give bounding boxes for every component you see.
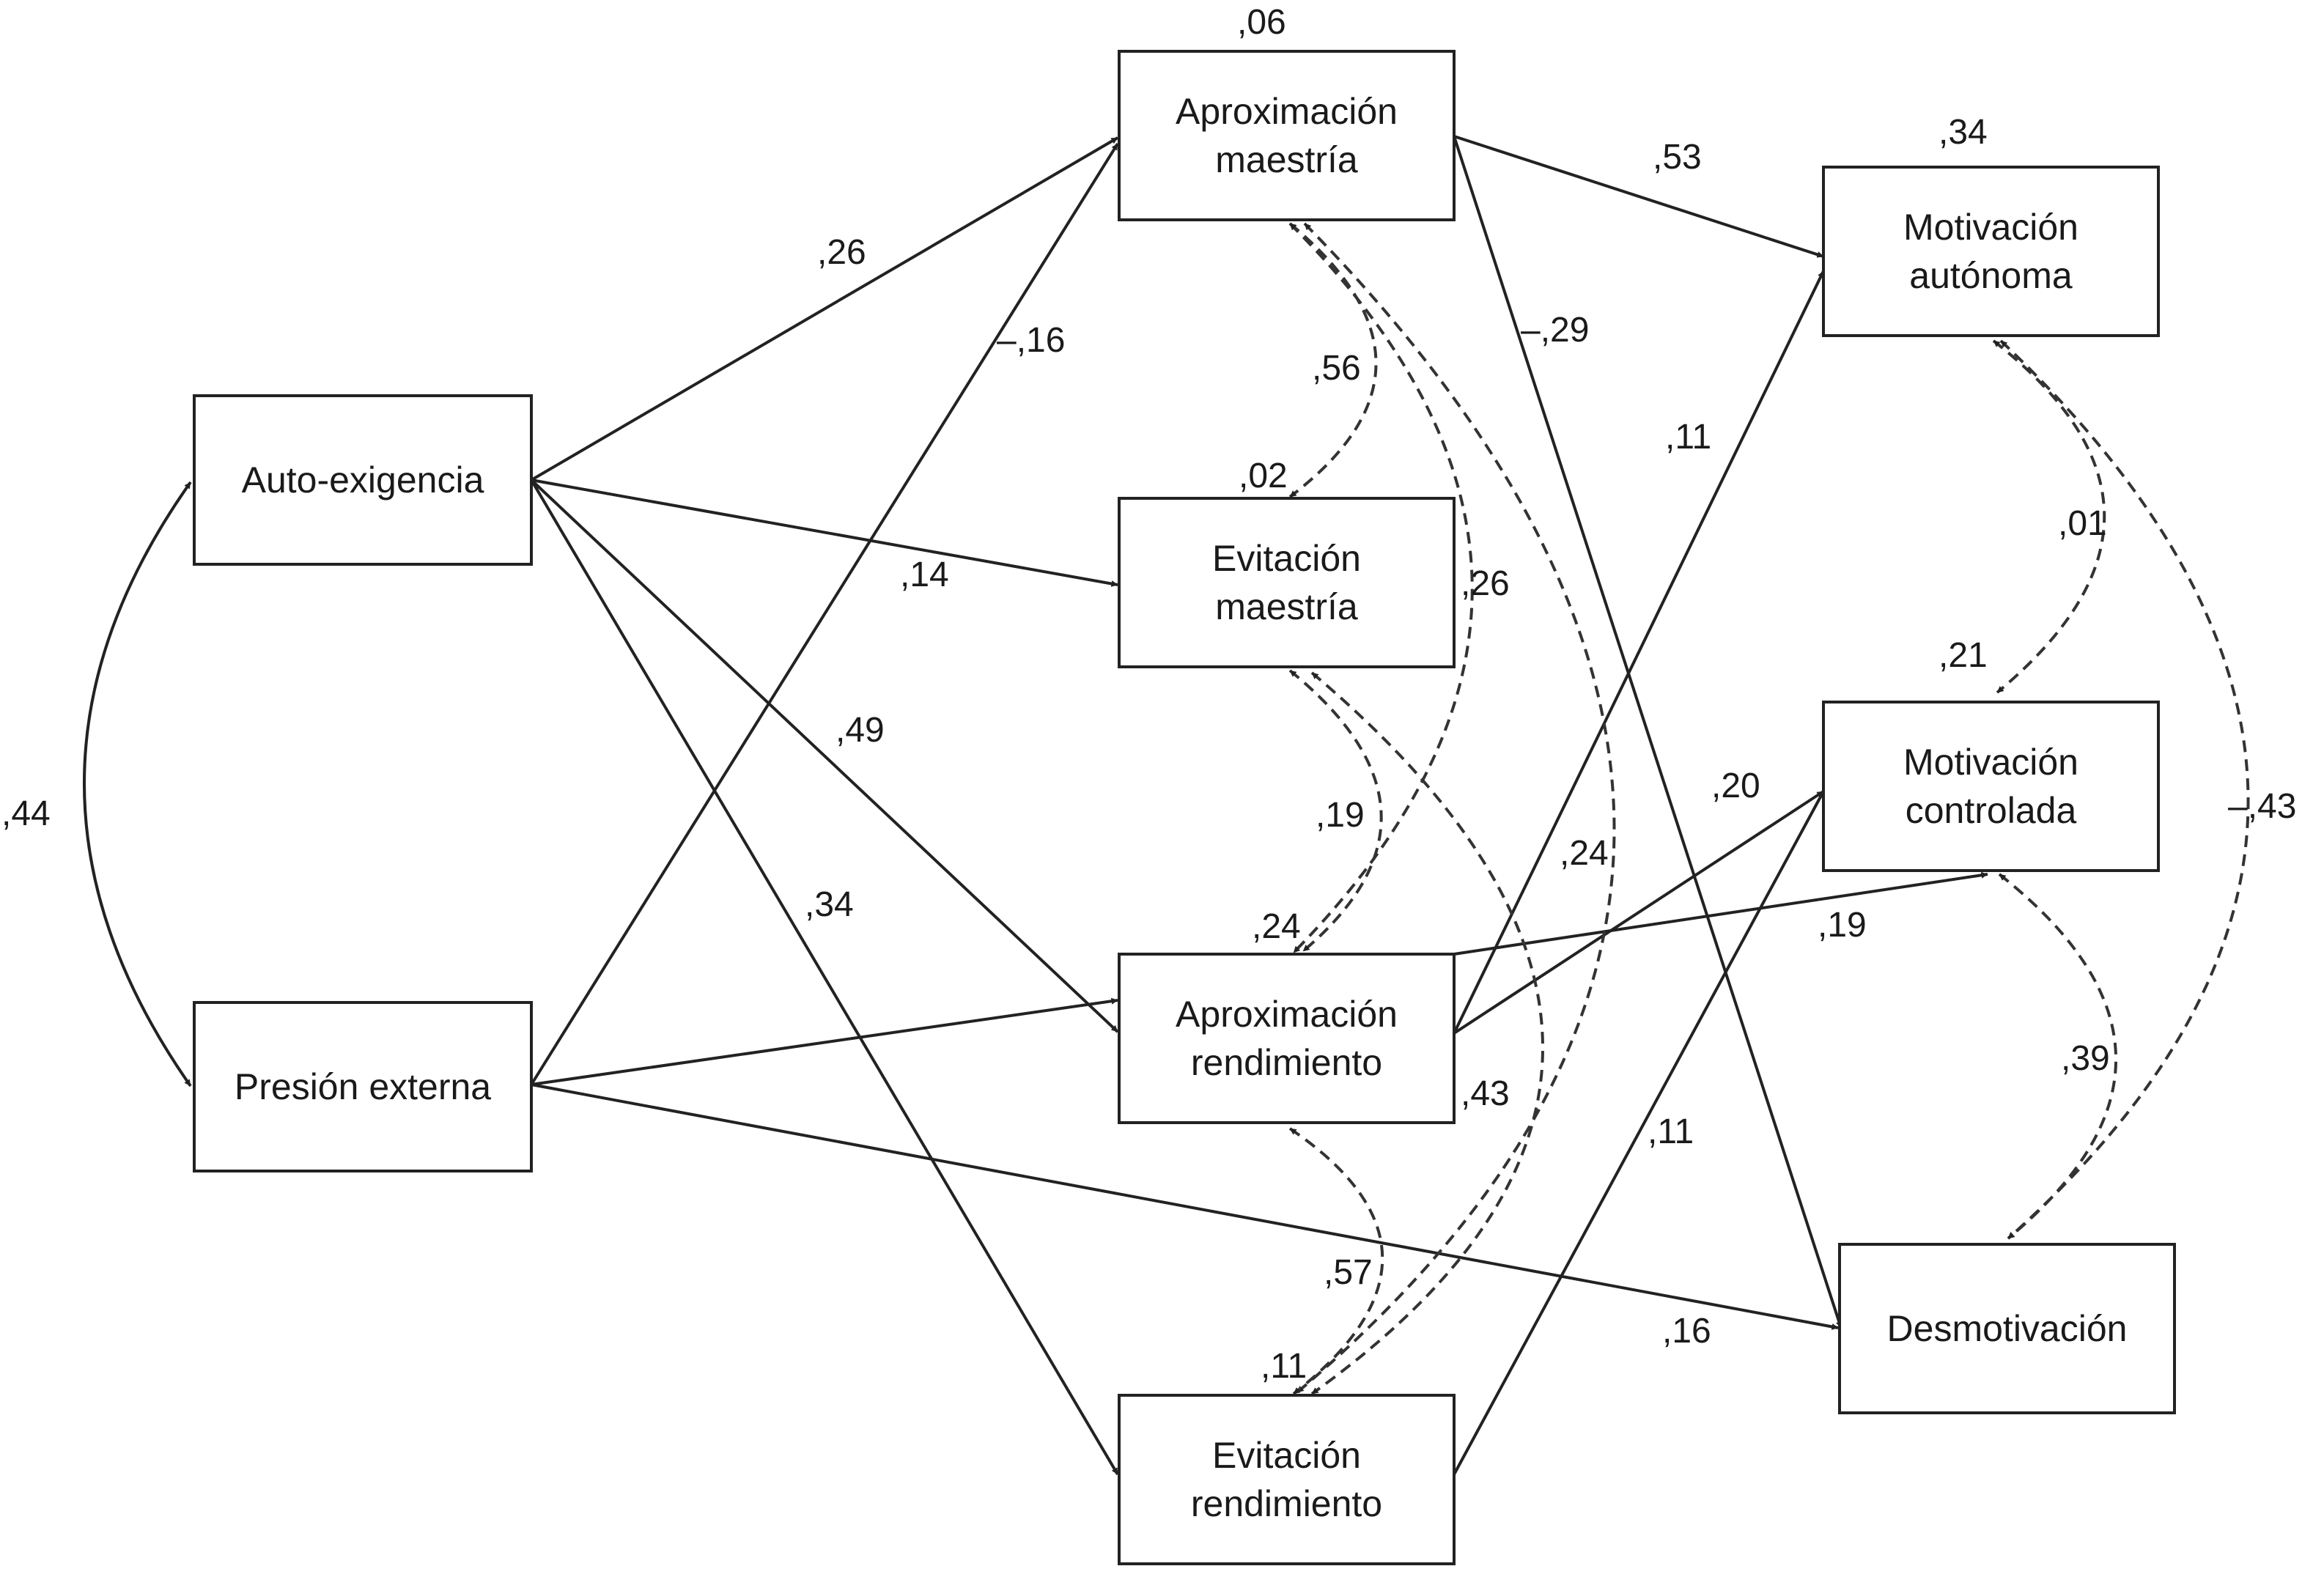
covariance-ma-de	[1999, 339, 2250, 1240]
node-em: Evitación maestría ,02	[1118, 457, 1456, 668]
covariance-auto-pres	[83, 481, 192, 1087]
node-am-box	[1118, 50, 1456, 221]
node-auto-box	[193, 394, 533, 566]
covariance-coef-ar-er: ,57	[1324, 1253, 1373, 1292]
node-em-box	[1118, 497, 1456, 668]
node-auto-label-line-0: Auto-exigencia	[242, 459, 484, 501]
node-mc-r2: ,21	[1938, 636, 1988, 675]
path-coef-auto-er-3: ,34	[805, 885, 854, 924]
covariance-am-ar	[1288, 222, 1474, 954]
covariance-coef-am-ar: ,26	[1461, 564, 1510, 603]
path-ar-to-ma-9	[1453, 270, 1825, 1034]
node-ar: Aproximación rendimiento ,24	[1118, 907, 1456, 1124]
path-coef-ar-ma-9: ,11	[1665, 418, 1711, 457]
path-pres-to-am-4	[530, 142, 1119, 1086]
path-pres-to-de-6	[531, 1083, 1839, 1330]
node-auto: Auto-exigencia	[193, 394, 533, 566]
node-am: Aproximación maestría ,06	[1118, 3, 1456, 221]
node-mc: Motivación controlada ,21	[1822, 636, 2160, 872]
path-coef-pres-de-6: ,16	[1662, 1312, 1711, 1351]
covariance-coef-ma-mc: ,01	[2058, 504, 2107, 543]
node-ar-label-line-1: rendimiento	[1191, 1042, 1382, 1083]
node-am-label-line-0: Aproximación	[1176, 91, 1398, 132]
node-ma-box	[1822, 166, 2160, 337]
covariance-mc-de	[1998, 873, 2118, 1240]
node-mc-box	[1822, 701, 2160, 872]
node-ma-label-line-1: autónoma	[1909, 255, 2073, 296]
covariance-coef-am-er: ,24	[1560, 834, 1609, 873]
node-ar-label-line-0: Aproximación	[1176, 994, 1398, 1035]
path-auto-to-er-3	[530, 479, 1119, 1476]
node-er-r2: ,11	[1261, 1347, 1307, 1386]
node-ar-box	[1118, 953, 1456, 1124]
covariance-em-ar	[1288, 669, 1383, 953]
path-am-to-ma-7	[1453, 135, 1824, 258]
node-em-r2: ,02	[1239, 457, 1288, 495]
path-am-to-de-8	[1453, 136, 1842, 1329]
path-coef-pres-am-4: –,16	[997, 321, 1065, 360]
node-de-label-line-0: Desmotivación	[1887, 1308, 2128, 1349]
node-am-label-line-1: maestría	[1215, 139, 1358, 180]
node-pres: Presión externa	[193, 1001, 533, 1172]
path-auto-to-ar-2	[530, 479, 1119, 1033]
node-de: Desmotivación	[1838, 1243, 2176, 1414]
path-coef-er-mc-12: ,11	[1648, 1112, 1694, 1151]
covariance-em-er	[1310, 671, 1544, 1395]
node-ma: Motivación autónoma ,34	[1822, 113, 2160, 337]
path-ar-to-mc-10	[1453, 790, 1825, 1035]
path-auto-to-em-1	[531, 479, 1118, 587]
node-pres-label-line-0: Presión externa	[235, 1066, 491, 1107]
node-em-label-line-0: Evitación	[1212, 538, 1361, 579]
node-am-r2: ,06	[1237, 3, 1286, 42]
path-coef-ar-mc-11: ,19	[1818, 906, 1867, 945]
covariance-am-er	[1296, 222, 1616, 1394]
path-ar-to-mc-11	[1453, 871, 1988, 956]
node-ma-label-line-0: Motivación	[1903, 207, 2078, 248]
path-pres-to-ar-5	[531, 997, 1118, 1086]
covariance-coef-auto-pres: ,44	[1, 794, 51, 833]
node-mc-label-line-0: Motivación	[1903, 742, 2078, 783]
covariance-coef-ma-de: –,43	[2228, 787, 2296, 826]
covariance-coef-am-em: ,56	[1312, 349, 1361, 388]
node-er-label-line-1: rendimiento	[1191, 1483, 1382, 1524]
node-ma-r2: ,34	[1938, 113, 1988, 152]
node-er-label-line-0: Evitación	[1212, 1435, 1361, 1476]
covariance-coef-em-er: ,43	[1461, 1074, 1510, 1113]
covariance-ma-mc	[1992, 339, 2106, 694]
path-coef-am-ma-7: ,53	[1653, 138, 1702, 177]
node-mc-label-line-1: controlada	[1906, 790, 2077, 831]
node-er: Evitación rendimiento ,11	[1118, 1347, 1456, 1565]
covariance-coef-mc-de: ,39	[2061, 1039, 2110, 1078]
path-er-to-mc-12	[1453, 791, 1825, 1475]
path-coef-auto-em-1: ,14	[900, 555, 949, 594]
node-pres-box	[193, 1001, 533, 1172]
node-er-box	[1118, 1394, 1456, 1565]
path-auto-to-am-0	[530, 136, 1119, 481]
path-coef-auto-am-0: ,26	[817, 233, 866, 272]
path-coef-auto-ar-2: ,49	[835, 711, 885, 750]
node-de-box	[1838, 1243, 2176, 1414]
path-coef-ar-mc-10: ,20	[1711, 767, 1760, 805]
node-ar-r2: ,24	[1252, 907, 1301, 946]
path-coef-am-de-8: –,29	[1521, 311, 1589, 350]
covariance-ar-er	[1288, 1127, 1384, 1395]
covariance-coef-em-ar: ,19	[1316, 796, 1365, 835]
node-em-label-line-1: maestría	[1215, 586, 1358, 627]
